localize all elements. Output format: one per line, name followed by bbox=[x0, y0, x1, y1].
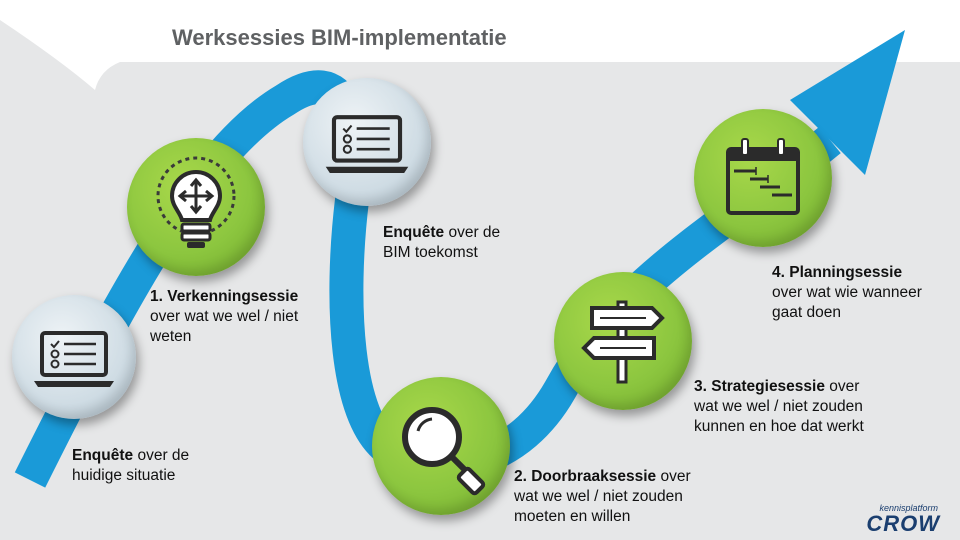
step-label-line: wat we wel / niet zouden bbox=[694, 398, 863, 415]
step-circle-exploration bbox=[127, 138, 265, 276]
step-label-line: over wat wie wanneer bbox=[772, 284, 922, 301]
lightbulb-icon bbox=[156, 156, 236, 248]
logo-subtitle: kennisplatform bbox=[879, 503, 938, 513]
laptop-checklist-icon bbox=[34, 331, 114, 387]
step-label-survey-current: Enquête over de huidige situatie bbox=[72, 446, 189, 486]
step-circle-planning bbox=[694, 109, 832, 247]
step-label-bold: Enquête bbox=[72, 447, 134, 464]
step-circle-survey-current bbox=[12, 295, 136, 419]
step-label-line: over wat we wel / niet bbox=[150, 308, 299, 325]
blue-arrow-head bbox=[790, 30, 905, 175]
step-label-line: moeten en willen bbox=[514, 508, 631, 525]
step-label-planning: 4. Planningsessie over wat wie wanneer g… bbox=[772, 263, 922, 323]
calendar-gantt-icon bbox=[726, 138, 800, 215]
step-label-line: gaat doen bbox=[772, 304, 841, 321]
step-label-bold: 3. Strategiesessie bbox=[694, 378, 825, 395]
step-label-bold: 1. Verkenningsessie bbox=[150, 288, 299, 305]
step-label-bold: 2. Doorbraaksessie bbox=[514, 468, 657, 485]
step-label-text: over bbox=[824, 378, 860, 395]
signpost-icon bbox=[581, 300, 665, 384]
crow-logo: kennisplatform CROW bbox=[865, 503, 950, 536]
laptop-checklist-icon bbox=[325, 115, 409, 173]
step-label-line: wat we wel / niet zouden bbox=[514, 488, 683, 505]
step-label-line: huidige situatie bbox=[72, 467, 176, 484]
step-label-line: weten bbox=[150, 328, 192, 345]
step-circle-strategy bbox=[554, 272, 692, 410]
step-circle-breakthrough bbox=[372, 377, 510, 515]
magnifier-icon bbox=[402, 407, 486, 496]
step-label-survey-future: Enquête over de BIM toekomst bbox=[383, 223, 500, 263]
step-label-line: BIM toekomst bbox=[383, 244, 478, 261]
step-label-strategy: 3. Strategiesessie over wat we wel / nie… bbox=[694, 377, 864, 437]
step-label-text: over de bbox=[444, 224, 501, 241]
step-circle-survey-future bbox=[303, 78, 431, 206]
step-label-exploration: 1. Verkenningsessie over wat we wel / ni… bbox=[150, 287, 298, 347]
logo-wordmark: CROW bbox=[866, 511, 940, 536]
step-label-text: over de bbox=[133, 447, 190, 464]
step-label-breakthrough: 2. Doorbraaksessie over wat we wel / nie… bbox=[514, 467, 691, 527]
step-label-bold: 4. Planningsessie bbox=[772, 264, 903, 281]
step-label-bold: Enquête bbox=[383, 224, 445, 241]
step-label-text: over bbox=[656, 468, 691, 485]
step-label-line: kunnen en hoe dat werkt bbox=[694, 418, 864, 435]
page-title: Werksessies BIM-implementatie bbox=[172, 25, 507, 50]
